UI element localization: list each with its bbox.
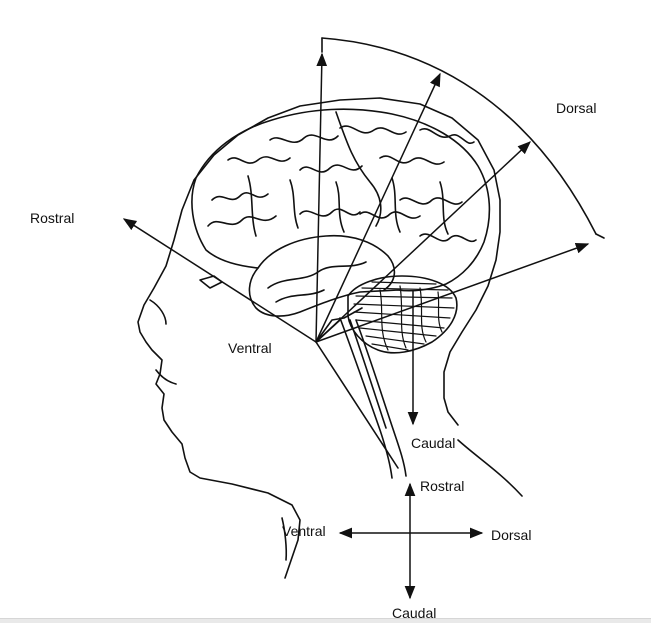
brain-outline bbox=[191, 108, 491, 317]
label-rostral-spinal: Rostral bbox=[420, 478, 465, 494]
viewer-bottom-edge bbox=[0, 618, 651, 623]
label-ventral-face: Ventral bbox=[228, 340, 272, 356]
ear bbox=[199, 275, 223, 289]
dorsal-arc bbox=[321, 37, 597, 235]
arrow-dorsal-2 bbox=[315, 141, 531, 343]
label-caudal-bottom: Caudal bbox=[392, 605, 437, 621]
neck-front bbox=[281, 517, 288, 561]
head-outline bbox=[137, 97, 501, 579]
neck-back bbox=[457, 439, 523, 497]
cerebellum bbox=[347, 275, 458, 354]
arrow-rostral bbox=[122, 218, 317, 343]
label-dorsal-top: Dorsal bbox=[556, 100, 597, 116]
label-caudal-neck: Caudal bbox=[411, 435, 456, 451]
label-ventral-spinal: Ventral bbox=[282, 523, 326, 539]
label-rostral-left: Rostral bbox=[30, 210, 75, 226]
brainstem bbox=[339, 317, 393, 479]
label-dorsal-spinal: Dorsal bbox=[491, 527, 532, 543]
arrow-dorsal-3 bbox=[315, 243, 590, 343]
temporal-lobe bbox=[257, 234, 396, 291]
arrow-dorsal-1 bbox=[315, 72, 441, 343]
arrow-dorsal-up bbox=[315, 52, 328, 343]
